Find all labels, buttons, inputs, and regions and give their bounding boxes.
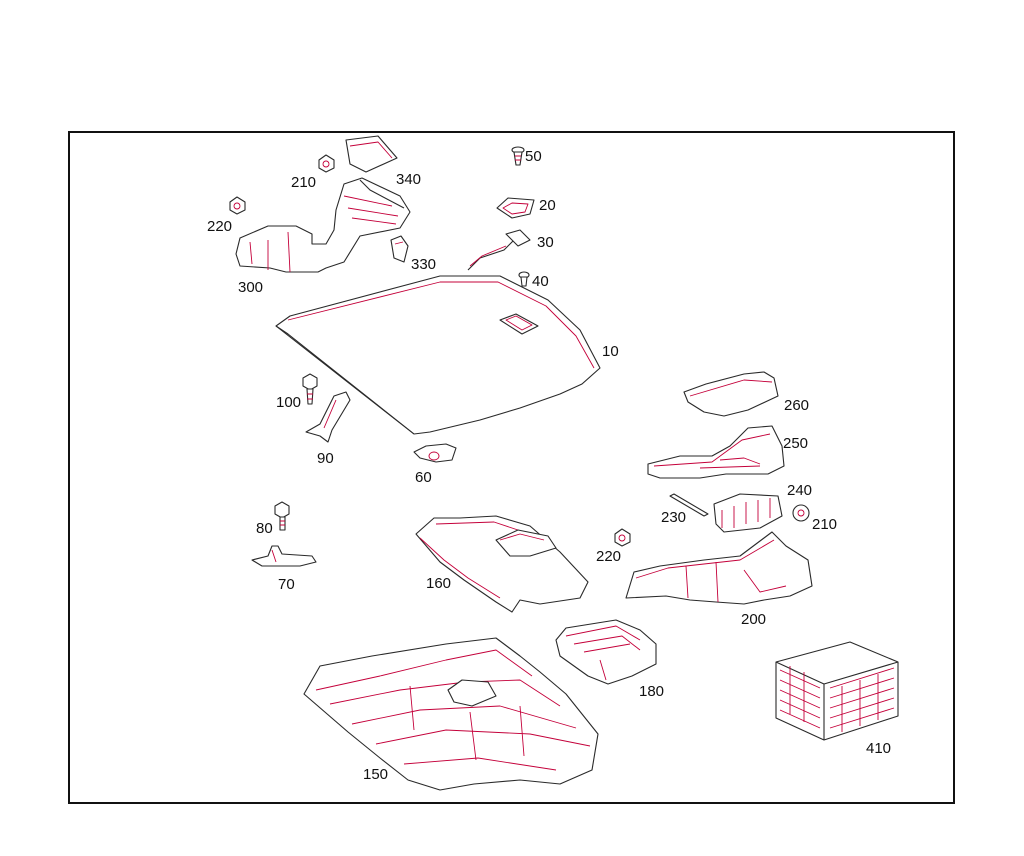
part-210-washer-right[interactable]: [792, 504, 810, 522]
callout-80[interactable]: 80: [256, 520, 273, 537]
callout-220-left[interactable]: 220: [207, 218, 232, 235]
callout-300[interactable]: 300: [238, 279, 263, 296]
callout-230[interactable]: 230: [661, 509, 686, 526]
part-410-crate[interactable]: [775, 641, 899, 741]
part-210-nut-top[interactable]: [318, 154, 335, 173]
part-160-tray[interactable]: [415, 515, 589, 613]
part-50-screw[interactable]: [511, 146, 525, 166]
part-40-screw[interactable]: [518, 271, 530, 287]
part-90-bracket[interactable]: [305, 391, 351, 443]
part-240-module[interactable]: [713, 493, 783, 533]
part-150-floor-tub[interactable]: [303, 637, 599, 791]
part-20-handle[interactable]: [496, 197, 535, 219]
callout-220-right[interactable]: 220: [596, 548, 621, 565]
callout-340[interactable]: 340: [396, 171, 421, 188]
callout-100[interactable]: 100: [276, 394, 301, 411]
callout-240[interactable]: 240: [787, 482, 812, 499]
callout-40[interactable]: 40: [532, 273, 549, 290]
callout-260[interactable]: 260: [784, 397, 809, 414]
callout-250[interactable]: 250: [783, 435, 808, 452]
callout-150[interactable]: 150: [363, 766, 388, 783]
part-30-strap[interactable]: [467, 229, 531, 271]
callout-180[interactable]: 180: [639, 683, 664, 700]
part-180-box[interactable]: [555, 619, 657, 685]
callout-210-top[interactable]: 210: [291, 174, 316, 191]
callout-10[interactable]: 10: [602, 343, 619, 360]
part-80-bolt[interactable]: [274, 501, 290, 531]
callout-60[interactable]: 60: [415, 469, 432, 486]
part-60-hook[interactable]: [413, 443, 457, 463]
callout-30[interactable]: 30: [537, 234, 554, 251]
part-340-cover[interactable]: [345, 135, 398, 173]
part-230-strip[interactable]: [669, 493, 709, 517]
callout-210-right[interactable]: 210: [812, 516, 837, 533]
part-10-load-floor[interactable]: [275, 275, 601, 435]
callout-330[interactable]: 330: [411, 256, 436, 273]
callout-200[interactable]: 200: [741, 611, 766, 628]
callout-160[interactable]: 160: [426, 575, 451, 592]
part-70-bracket[interactable]: [251, 545, 317, 567]
part-200-support[interactable]: [625, 531, 813, 605]
part-250-housing[interactable]: [647, 425, 785, 479]
callout-50[interactable]: 50: [525, 148, 542, 165]
part-260-lid[interactable]: [683, 371, 779, 417]
part-220-nut-left[interactable]: [229, 196, 246, 215]
part-100-bolt[interactable]: [302, 373, 318, 405]
part-220-nut-right[interactable]: [614, 528, 631, 547]
callout-410[interactable]: 410: [866, 740, 891, 757]
part-300-side-panel[interactable]: [235, 177, 411, 273]
callout-20[interactable]: 20: [539, 197, 556, 214]
callout-70[interactable]: 70: [278, 576, 295, 593]
part-330-clip[interactable]: [390, 235, 409, 263]
callout-90[interactable]: 90: [317, 450, 334, 467]
